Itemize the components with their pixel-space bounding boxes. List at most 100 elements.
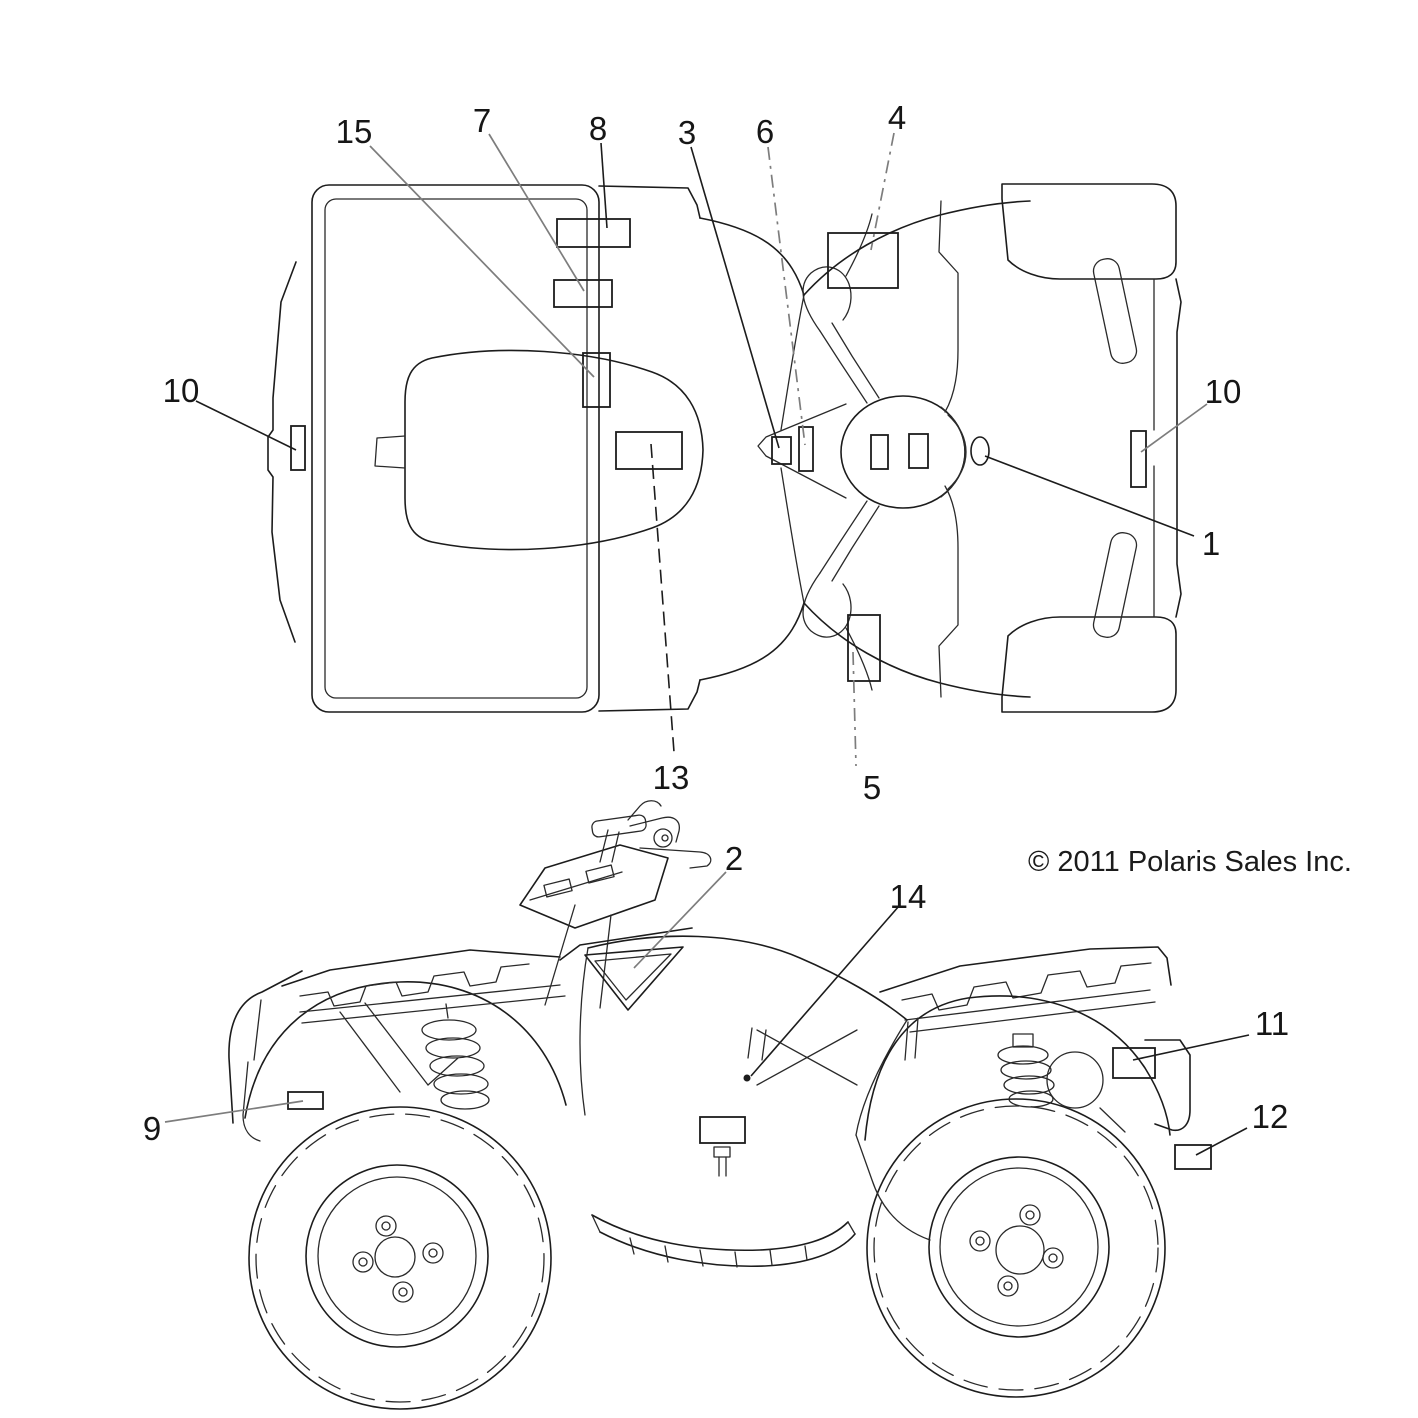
front-shock-shaft	[445, 1003, 449, 1019]
callout-label-2: 2	[725, 840, 743, 877]
decal-10-right	[1130, 430, 1147, 488]
rear-lug-2	[969, 1230, 991, 1252]
callout-labels: 15 7 8 3 6 4 10 10 1 13 5 2 14 9 11 12	[143, 99, 1289, 1147]
rear-wheel	[866, 1098, 1166, 1398]
front-rack-teeth	[299, 963, 530, 1007]
footwell-bracket	[713, 1146, 731, 1158]
footboard-ticks	[629, 1237, 808, 1268]
front-a-arm	[427, 1057, 459, 1086]
front-bumper-bar-b	[253, 999, 262, 1061]
leader-3	[690, 146, 780, 449]
rear-fender-arch	[864, 995, 1171, 1141]
callout-label-1: 1	[1202, 525, 1220, 562]
brake-cable-upper	[845, 213, 873, 277]
front-coil-1	[421, 1019, 477, 1041]
tank-triangle-outer	[584, 946, 684, 1011]
callout-label-8: 8	[589, 110, 607, 147]
seat-latch-tab	[374, 435, 406, 469]
leader-15	[369, 145, 595, 378]
copyright-text: © 2011 Polaris Sales Inc.	[1028, 846, 1352, 878]
callout-label-6: 6	[756, 113, 774, 150]
rear-shock-mount	[1012, 1033, 1034, 1048]
handlebar-grip	[629, 816, 680, 843]
decal-3	[771, 436, 792, 465]
decal-12	[1174, 1144, 1212, 1170]
callout-label-4: 4	[888, 99, 906, 136]
rear-lug-3	[1042, 1247, 1064, 1269]
handlebar-pad	[591, 814, 647, 838]
front-nose	[228, 970, 303, 1124]
brake-lever	[639, 847, 712, 869]
rear-coil-4	[1008, 1090, 1054, 1108]
callout-label-15: 15	[336, 113, 373, 150]
front-lug-2-center	[358, 1257, 368, 1267]
leader-11	[1132, 1034, 1250, 1061]
rear-rim-inner	[939, 1167, 1099, 1327]
footboard-top	[591, 1214, 849, 1252]
brake-cable-lower	[845, 627, 873, 691]
front-hub	[374, 1236, 416, 1278]
rear-rim-outer	[928, 1156, 1110, 1338]
decal-15	[582, 352, 611, 408]
front-coil-3	[429, 1055, 485, 1077]
front-lug-4-center	[398, 1287, 408, 1297]
handlebar-lower-end	[802, 572, 852, 638]
rear-lug-4	[997, 1275, 1019, 1297]
headlight-left	[543, 878, 573, 898]
front-lug-4	[392, 1281, 414, 1303]
seat-outline	[404, 349, 704, 551]
front-shock-spring	[421, 1003, 490, 1110]
callout-label-7: 7	[473, 102, 491, 139]
decal-8	[556, 218, 631, 248]
tank-triangle-inner	[594, 953, 672, 1001]
front-rack-top	[1001, 183, 1177, 280]
front-fender-arch	[244, 981, 567, 1119]
waist-line-top	[780, 294, 805, 431]
decal-footwell	[699, 1116, 746, 1144]
decal-5	[847, 614, 881, 682]
front-lug-1	[375, 1215, 397, 1237]
rear-rack-rail-low1	[904, 989, 1151, 1021]
handlebar-assembly	[519, 800, 712, 1009]
front-strut-b	[364, 1002, 429, 1086]
leader-9	[164, 1100, 304, 1123]
body-edge-bottom-rear	[598, 679, 701, 712]
swingarm	[855, 1134, 931, 1241]
front-coil-4	[433, 1073, 489, 1095]
decal-7	[553, 279, 613, 308]
footboard-bottom	[599, 1231, 856, 1268]
rear-rack-outer	[311, 184, 600, 713]
front-bumper-right	[1175, 278, 1182, 618]
tank-upper-edge	[559, 927, 693, 961]
waist-line-bottom	[780, 467, 805, 604]
front-rack-rail-low2	[301, 995, 566, 1024]
leader-13	[650, 443, 675, 753]
rear-lug-2-center	[975, 1236, 985, 1246]
front-rack-rail-top	[281, 949, 561, 987]
front-fender-top	[803, 200, 1031, 296]
front-bumper-bar-a	[242, 1061, 261, 1142]
front-lug-3-center	[428, 1248, 438, 1258]
windshield-inner	[947, 414, 967, 490]
decal-9	[287, 1091, 324, 1110]
headlight-right	[585, 864, 615, 884]
hood-crease	[529, 871, 623, 901]
rear-coil-2	[1000, 1060, 1052, 1080]
mirror-stalk	[627, 800, 662, 821]
rear-coil-1	[997, 1045, 1049, 1065]
leader-7	[488, 133, 585, 292]
rear-hub	[995, 1225, 1045, 1275]
leader-12	[1195, 1127, 1248, 1156]
fuel-cap	[970, 436, 990, 466]
rear-panel-ticks	[904, 1017, 919, 1061]
body-rear-panel-edge	[855, 1019, 908, 1136]
front-inner-bottom	[938, 485, 959, 698]
waist-chevron	[757, 403, 847, 499]
front-rack-slot-bottom	[1092, 532, 1138, 638]
hitch-line	[1099, 1107, 1126, 1133]
handlebar-lower-a	[819, 500, 868, 574]
front-lug-1-center	[381, 1221, 391, 1231]
leader-1	[984, 455, 1195, 537]
seat-top-line	[587, 935, 908, 1021]
